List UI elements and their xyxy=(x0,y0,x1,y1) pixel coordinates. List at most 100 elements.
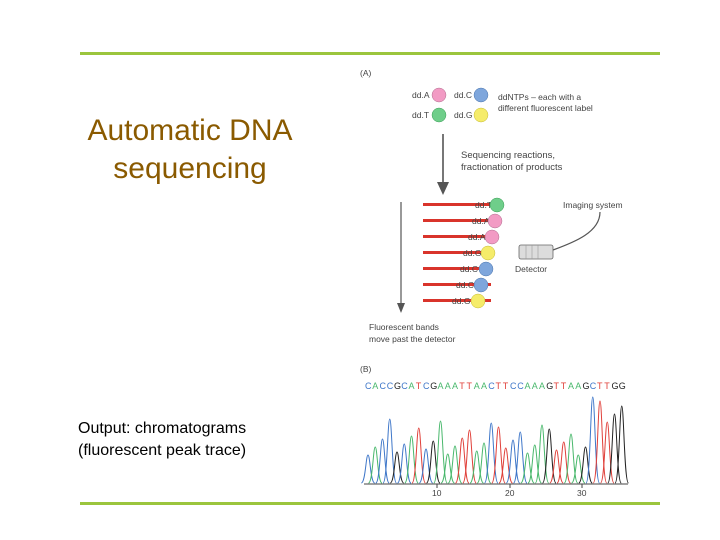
trace-peak xyxy=(571,454,586,484)
sequence-letter: G xyxy=(546,381,553,391)
band-dot-1 xyxy=(487,213,503,229)
trace-peak xyxy=(368,446,383,484)
sequence-letter: A xyxy=(532,381,538,391)
band-dot-5 xyxy=(473,277,489,293)
sequence-letter: A xyxy=(372,381,378,391)
trace-peak xyxy=(389,451,405,484)
sequence-letter: A xyxy=(474,381,480,391)
trace-peak xyxy=(607,413,622,484)
trace-peak xyxy=(476,442,492,484)
band-label-4: dd.C xyxy=(460,264,478,274)
legend-label-1: dd.C xyxy=(454,90,472,100)
trace-peak xyxy=(549,449,564,484)
band-dot-6 xyxy=(470,293,486,309)
trace-peak xyxy=(426,440,441,484)
band-label-3: dd.G xyxy=(463,248,481,258)
sequence-letter: A xyxy=(525,381,531,391)
band-label-6: dd.G xyxy=(452,296,470,306)
imaging-label: Imaging system xyxy=(563,200,623,210)
trace-peak xyxy=(455,437,470,484)
axis-tick-label-2: 30 xyxy=(577,488,587,498)
ddntp-note-2: different fluorescent label xyxy=(498,103,593,113)
trace-peak xyxy=(505,439,521,484)
sequence-letter: T xyxy=(597,381,603,391)
sequence-letter: A xyxy=(409,381,415,391)
sequence-letter: G xyxy=(619,381,626,391)
sequence-letter: T xyxy=(459,381,465,391)
down-arrow-icon xyxy=(437,134,449,195)
trace-peak xyxy=(433,420,448,484)
band-6 xyxy=(423,299,491,302)
step-line-2: fractionation of products xyxy=(461,162,563,173)
slide-title: Automatic DNA sequencing xyxy=(70,112,310,188)
trace-peak xyxy=(498,447,513,484)
trace-peak xyxy=(556,441,571,484)
panel-b-label: (B) xyxy=(360,364,372,374)
sequence-letter: C xyxy=(517,381,524,391)
band-dot-0 xyxy=(489,197,505,213)
sequence-letter: C xyxy=(401,381,408,391)
output-line-1: Output: chromatograms xyxy=(78,420,247,437)
trace-peak xyxy=(397,443,412,484)
trace-peak xyxy=(534,424,550,484)
bands-note-1: Fluorescent bands xyxy=(369,322,439,332)
top-rule xyxy=(80,52,660,55)
output-line-2: (fluorescent peak trace) xyxy=(78,442,247,459)
sequence-letter: C xyxy=(488,381,495,391)
sequence-letter: T xyxy=(496,381,502,391)
migration-arrow-icon xyxy=(397,202,405,313)
legend-dot-1 xyxy=(473,87,489,103)
sequence-letter: G xyxy=(430,381,437,391)
band-dot-2 xyxy=(484,229,500,245)
trace-peak xyxy=(520,452,535,484)
legend-label-2: dd.T xyxy=(412,110,429,120)
bottom-rule xyxy=(80,502,660,505)
trace-peak xyxy=(404,435,419,484)
band-5 xyxy=(423,283,491,286)
title-line-2: sequencing xyxy=(113,152,267,185)
step-line-1: Sequencing reactions, xyxy=(461,150,555,161)
trace-peak xyxy=(527,444,542,484)
sequence-letter: A xyxy=(568,381,574,391)
trace-peak xyxy=(418,448,434,484)
band-label-1: dd.A xyxy=(472,216,490,226)
sequence-letter: C xyxy=(590,381,597,391)
sequence-letter: A xyxy=(452,381,458,391)
bands-note-2: move past the detector xyxy=(369,334,456,344)
trace-peak xyxy=(360,454,376,484)
sequence-letter: G xyxy=(394,381,401,391)
sequence-letter: A xyxy=(445,381,451,391)
sequence-letter: A xyxy=(539,381,545,391)
sequence-letter: G xyxy=(583,381,590,391)
sequence-letter: C xyxy=(380,381,387,391)
detector-label: Detector xyxy=(515,264,547,274)
legend-dot-0 xyxy=(431,87,447,103)
legend-label-0: dd.A xyxy=(412,90,430,100)
trace-peak xyxy=(382,418,397,484)
sequence-letter: C xyxy=(387,381,394,391)
trace-peak xyxy=(375,438,390,484)
trace-peak xyxy=(469,450,484,484)
sequence-letter: T xyxy=(503,381,509,391)
ddntp-note-1: ddNTPs – each with a xyxy=(498,92,581,102)
title-line-1: Automatic DNA xyxy=(87,114,293,147)
sequence-letter: C xyxy=(423,381,430,391)
sequence-letter: A xyxy=(481,381,487,391)
band-label-2: dd.A xyxy=(468,232,486,242)
sequence-letter: C xyxy=(510,381,517,391)
band-3 xyxy=(423,251,491,254)
detector-icon xyxy=(518,244,554,260)
trace-peak xyxy=(484,422,499,484)
sequence-letter: T xyxy=(554,381,560,391)
sequence-letter: T xyxy=(604,381,610,391)
trace-peak xyxy=(614,405,629,484)
sequence-letter: A xyxy=(575,381,581,391)
band-1 xyxy=(423,219,491,222)
band-label-0: dd.T xyxy=(475,200,492,210)
sequence-letter: A xyxy=(438,381,444,391)
output-caption: Output: chromatograms (fluorescent peak … xyxy=(78,418,348,462)
band-4 xyxy=(423,267,491,270)
chromatogram-trace xyxy=(360,396,629,484)
